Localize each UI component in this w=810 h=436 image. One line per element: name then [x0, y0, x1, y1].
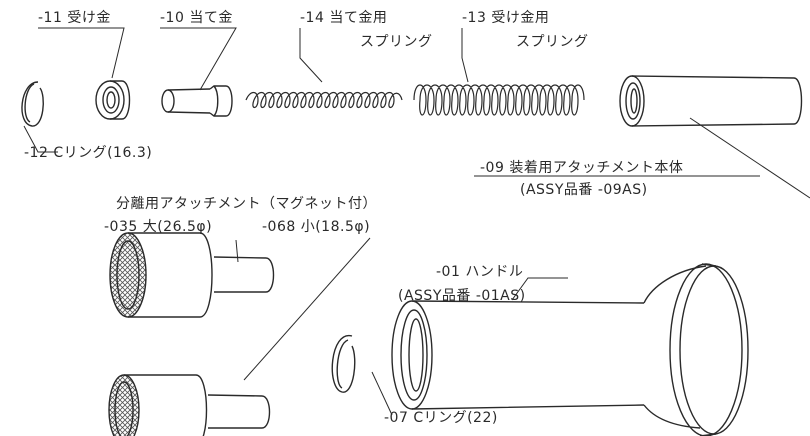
label-part-14-line2: スプリング — [360, 34, 433, 50]
label-part-07: -07 Cリング(22) — [384, 410, 498, 426]
spring-part-14 — [245, 91, 403, 109]
separation-attachment-small — [108, 374, 271, 436]
label-part-14-line1: -14 当て金用 — [300, 10, 388, 26]
label-part-13-line2: スプリング — [516, 34, 589, 50]
label-part-09-line1: -09 装着用アタッチメント本体 — [480, 160, 684, 176]
label-part-09-line2: (ASSY品番 -09AS) — [520, 182, 648, 198]
label-part-11: -11 受け金 — [38, 10, 111, 26]
separation-attachment-heading: 分離用アタッチメント（マグネット付） — [116, 196, 377, 212]
label-part-10: -10 当て金 — [160, 10, 233, 26]
c-ring-22 — [331, 335, 356, 393]
label-part-068: -068 小(18.5φ) — [262, 219, 371, 235]
c-ring-16-3 — [21, 81, 44, 127]
label-part-13-line1: -13 受け金用 — [462, 10, 550, 26]
separation-attachment-large — [109, 232, 275, 318]
attachment-body-part-09 — [619, 75, 803, 127]
label-part-12: -12 Cリング(16.3) — [24, 145, 153, 161]
label-part-01-line1: -01 ハンドル — [436, 264, 524, 280]
label-part-01-line2: (ASSY品番 -01AS) — [398, 288, 526, 304]
spring-part-13 — [413, 84, 585, 116]
handle-part-01 — [391, 263, 749, 436]
receiver-part-11 — [95, 80, 131, 120]
striker-part-10 — [161, 85, 233, 117]
label-part-035: -035 大(26.5φ) — [104, 219, 213, 235]
leader-lines — [23, 27, 810, 416]
